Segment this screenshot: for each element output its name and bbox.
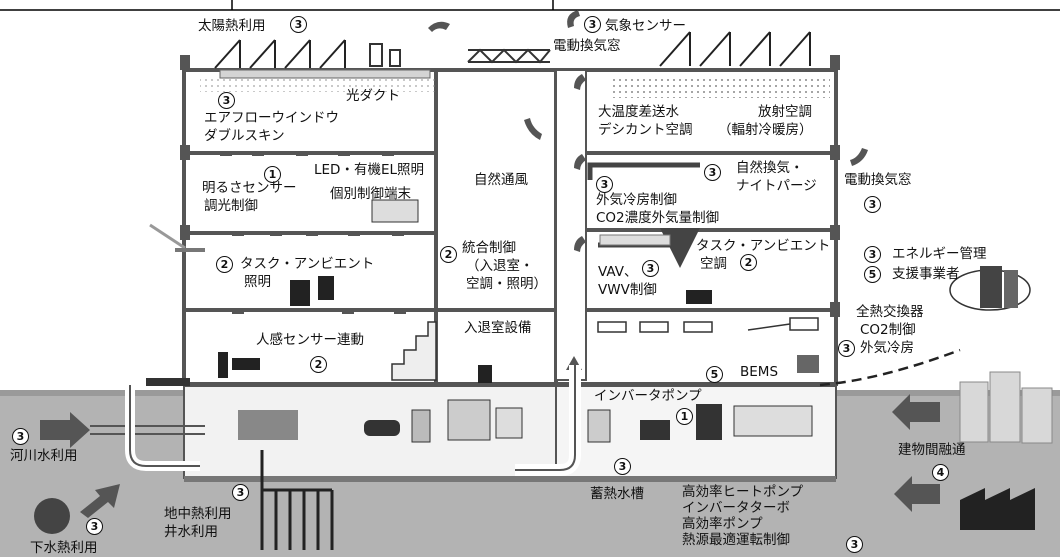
geothermal-label: 地中熱利用 bbox=[164, 506, 232, 522]
integrated-label-3: 空調・照明） bbox=[466, 276, 547, 292]
radiant-label-2: （輻射冷暖房） bbox=[718, 122, 813, 138]
entry-equipment-label: 入退室設備 bbox=[464, 320, 532, 336]
badge-storage: 3 bbox=[614, 458, 631, 475]
badge-motion: 2 bbox=[310, 356, 327, 373]
total-heat-exchanger-label: 全熱交換器 bbox=[856, 304, 924, 320]
radiant-ceiling-pattern bbox=[610, 78, 830, 98]
badge-vav: 3 bbox=[642, 260, 659, 277]
vav-label: VAV、 bbox=[598, 264, 638, 280]
outdoor-cooling-label: 外気冷房 bbox=[860, 340, 914, 356]
badge-natural-exhaust: 3 bbox=[704, 164, 721, 181]
natural-exhaust-label-2: ナイトパージ bbox=[736, 178, 817, 194]
task-ambient-right-label-2: 空調 bbox=[700, 256, 727, 272]
individual-terminal-label: 個別制御端末 bbox=[330, 186, 411, 202]
bems-label: BEMS bbox=[740, 364, 779, 380]
badge-river: 3 bbox=[12, 428, 29, 445]
badge-right-window: 3 bbox=[864, 196, 881, 213]
inverter-pump-label: インバータポンプ bbox=[594, 388, 702, 404]
co2-ctrl-2-label: CO2制御 bbox=[860, 322, 916, 338]
badge-solar: 3 bbox=[290, 16, 307, 33]
airflow-window-label: エアフローウインドウ bbox=[204, 110, 339, 126]
badge-heat-source: 3 bbox=[846, 536, 863, 553]
well-water-label: 井水利用 bbox=[164, 524, 218, 540]
weather-sensor-label: 気象センサー bbox=[605, 18, 686, 34]
neighbor-buildings bbox=[959, 371, 1053, 444]
badge-task-right: 2 bbox=[740, 254, 757, 271]
light-duct-label: 光ダクト bbox=[346, 88, 400, 104]
integrated-label-2: （入退室・ bbox=[466, 258, 534, 274]
heat-storage-label: 蓄熱水槽 bbox=[590, 486, 644, 502]
roof-truss bbox=[467, 48, 551, 64]
natural-ventilation-label: 自然通風 bbox=[474, 172, 528, 188]
ac-units bbox=[597, 317, 819, 333]
floor-figures bbox=[218, 199, 819, 383]
solar-panels-left bbox=[214, 39, 346, 69]
river-water-label: 河川水利用 bbox=[10, 448, 78, 464]
integrated-label-1: 統合制御 bbox=[462, 240, 516, 256]
solar-panels-right bbox=[659, 31, 811, 67]
hp-label-2: インバータターボ bbox=[682, 500, 790, 516]
sewage-heat-label: 下水熱利用 bbox=[30, 540, 98, 556]
led-label: LED・有機EL照明 bbox=[314, 162, 424, 178]
motor-window-top-label: 電動換気窓 bbox=[553, 38, 621, 54]
badge-sewage: 3 bbox=[86, 518, 103, 535]
vwv-label: VWV制御 bbox=[598, 282, 657, 298]
light-fixtures bbox=[220, 152, 406, 314]
energy-mgmt-label-2: 支援事業者 bbox=[892, 266, 960, 282]
badge-integrated: 2 bbox=[440, 246, 457, 263]
motor-window-right-label: 電動換気窓 bbox=[844, 172, 912, 188]
solar-heat-label: 太陽熱利用 bbox=[198, 18, 266, 34]
task-ambient-right-label-1: タスク・アンビエント bbox=[696, 238, 831, 254]
dimming-label: 調光制御 bbox=[204, 198, 258, 214]
badge-inverter: 1 bbox=[676, 408, 693, 425]
hp-label-1: 高効率ヒートポンプ bbox=[682, 484, 804, 500]
basement-equipment bbox=[238, 399, 813, 443]
radiant-label-1: 放射空調 bbox=[758, 104, 812, 120]
double-skin-label: ダブルスキン bbox=[204, 128, 285, 144]
desiccant-label: デシカント空調 bbox=[598, 122, 693, 138]
badge-task-left: 2 bbox=[216, 256, 233, 273]
badge-led: 1 bbox=[264, 166, 281, 183]
badge-weather: 3 bbox=[584, 16, 601, 33]
badge-outdoor-cooling: 3 bbox=[596, 176, 613, 193]
bems-link bbox=[819, 348, 961, 387]
brightness-sensor-label: 明るさセンサー bbox=[202, 180, 297, 196]
hp-label-3: 高効率ポンプ bbox=[682, 516, 763, 532]
factory-icon bbox=[960, 488, 1035, 530]
inter-building-label: 建物間融通 bbox=[898, 442, 966, 458]
task-ambient-left-label-2: 照明 bbox=[244, 274, 271, 290]
badge-outdoor-cooling-2: 3 bbox=[838, 340, 855, 357]
task-ambient-left-label-1: タスク・アンビエント bbox=[240, 256, 375, 272]
outdoor-cooling-ctrl-label: 外気冷房制御 bbox=[596, 192, 677, 208]
geothermal-wells bbox=[260, 450, 334, 550]
motion-sensor-label: 人感センサー連動 bbox=[256, 332, 364, 348]
badge-geothermal: 3 bbox=[232, 484, 249, 501]
large-temp-diff-label: 大温度差送水 bbox=[598, 104, 679, 120]
badge-airflow: 3 bbox=[218, 92, 235, 109]
hp-label-4: 熱源最適運転制御 bbox=[682, 532, 790, 548]
natural-exhaust-label-1: 自然換気・ bbox=[736, 160, 804, 176]
co2-ctrl-label: CO2濃度外気量制御 bbox=[596, 210, 720, 226]
energy-mgmt-label-1: エネルギー管理 bbox=[892, 246, 987, 262]
badge-inter-building: 4 bbox=[932, 464, 949, 481]
light-duct bbox=[219, 69, 431, 79]
badge-energy-b: 5 bbox=[864, 266, 881, 283]
badge-bems: 5 bbox=[706, 366, 723, 383]
badge-energy-a: 3 bbox=[864, 246, 881, 263]
